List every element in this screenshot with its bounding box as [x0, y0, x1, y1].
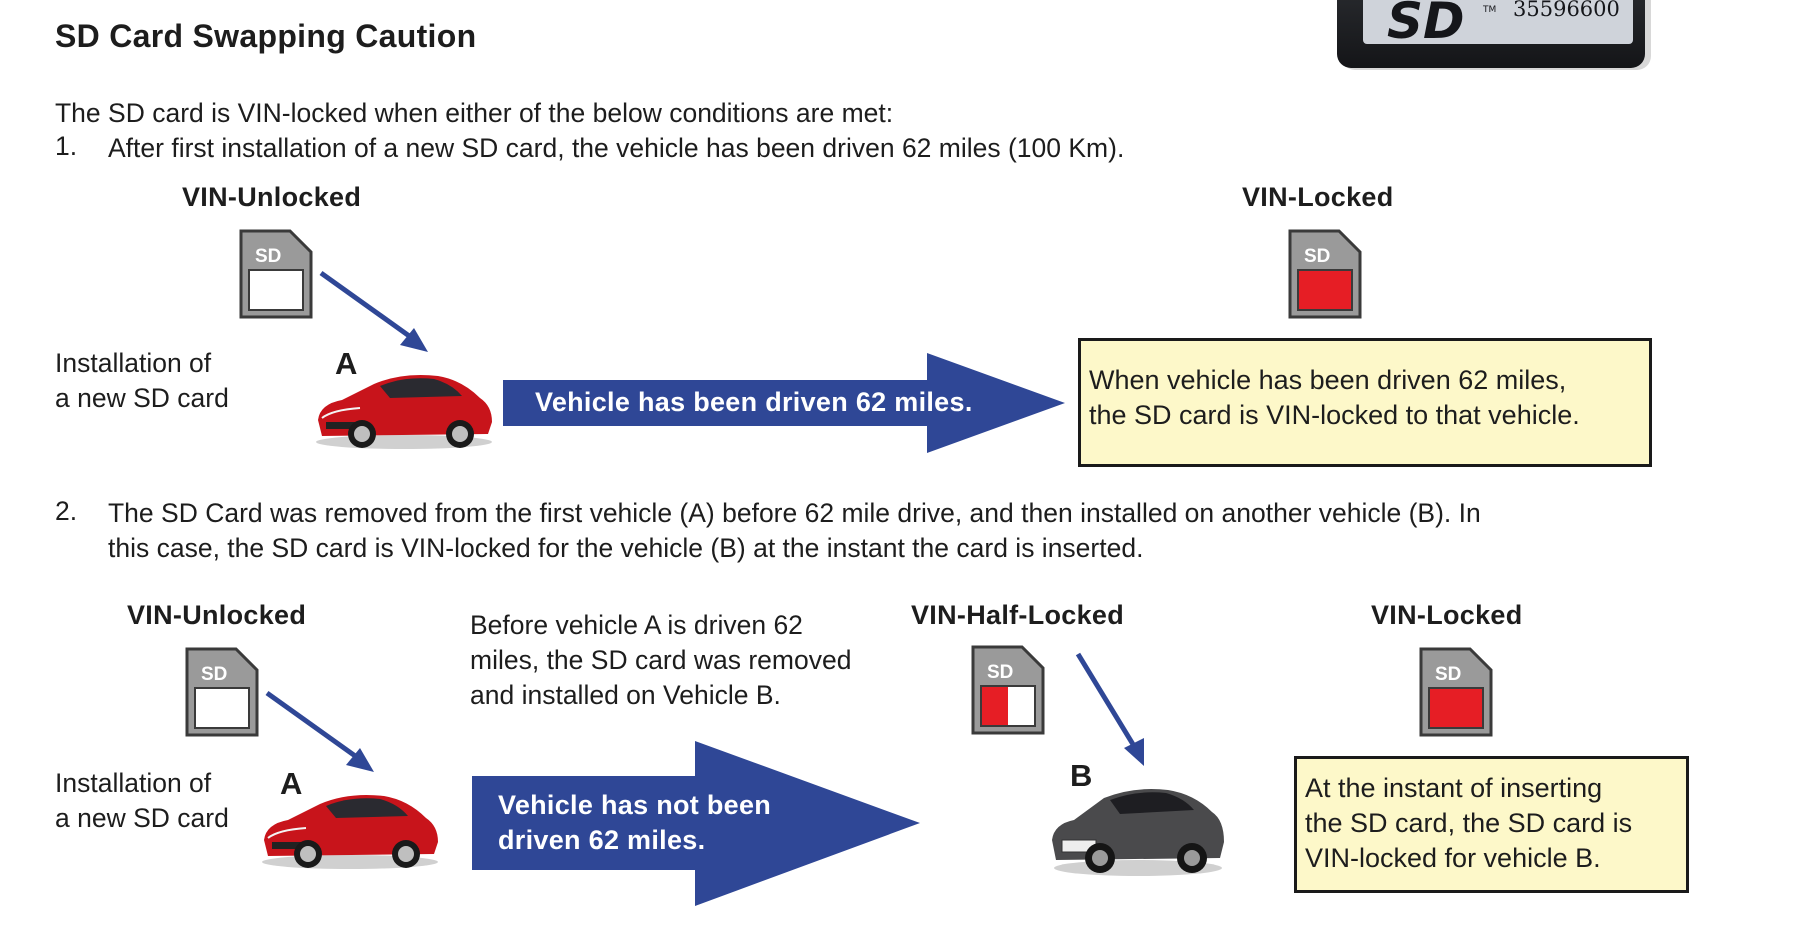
sd-card-unlocked-icon: SD — [184, 646, 260, 738]
svg-text:SD: SD — [987, 662, 1013, 683]
intro-text: The SD card is VIN-locked when either of… — [55, 98, 894, 128]
sd-card-locked-icon: SD — [1418, 646, 1494, 738]
condition2-text-line-1: The SD Card was removed from the first v… — [108, 498, 1481, 528]
insert-arrow-icon — [316, 268, 436, 358]
condition1-text: After first installation of a new SD car… — [108, 133, 1125, 163]
condition2-text-line-2: this case, the SD card is VIN-locked for… — [108, 533, 1144, 563]
removal-note-line-1: Before vehicle A is driven 62 — [470, 610, 803, 640]
condition1-install-label-2: a new SD card — [55, 383, 229, 413]
removal-note-line-3: and installed on Vehicle B. — [470, 680, 781, 710]
sd-serial: 35596600 — [1513, 0, 1620, 21]
sd-card-unlocked-icon: SD — [238, 228, 314, 320]
condition1-number: 1. — [55, 131, 78, 161]
condition2-note-box: At the instant of inserting the SD card,… — [1294, 756, 1689, 893]
svg-text:SD: SD — [1435, 664, 1461, 685]
condition1-locked-label: VIN-Locked — [1242, 182, 1394, 212]
condition2-note-line-1: At the instant of inserting — [1305, 773, 1603, 803]
condition1-unlocked-label: VIN-Unlocked — [182, 182, 362, 212]
car-b-letter: B — [1070, 758, 1093, 793]
svg-text:SD: SD — [255, 246, 281, 267]
sd-card-half-locked-icon: SD — [970, 644, 1046, 736]
insert-arrow-icon — [262, 688, 382, 778]
driven-62-arrow: Vehicle has been driven 62 miles. — [503, 353, 1065, 453]
car-a-letter: A — [335, 346, 358, 381]
svg-text:SD: SD — [201, 664, 227, 685]
driven-62-arrow-text: Vehicle has been driven 62 miles. — [535, 387, 973, 417]
car-a-letter: A — [280, 766, 303, 801]
not-driven-arrow-text: Vehicle has not been driven 62 miles. — [498, 790, 772, 855]
condition2-locked-label: VIN-Locked — [1371, 600, 1523, 630]
condition2-note-line-2: the SD card, the SD card is — [1305, 808, 1633, 838]
condition1-note-line-2: the SD card is VIN-locked to that vehicl… — [1089, 400, 1580, 430]
condition1-note-line-1: When vehicle has been driven 62 miles, — [1089, 365, 1567, 395]
condition1-note-box: When vehicle has been driven 62 miles, t… — [1078, 338, 1652, 467]
condition2-install-label-2: a new SD card — [55, 803, 229, 833]
red-car-a-icon — [312, 362, 497, 452]
condition1-install-label-1: Installation of — [55, 348, 212, 378]
sd-card-locked-icon: SD — [1287, 228, 1363, 320]
removal-note-line-2: miles, the SD card was removed — [470, 645, 852, 675]
not-driven-arrow: Vehicle has not been driven 62 miles. — [472, 741, 920, 906]
page-title: SD Card Swapping Caution — [55, 18, 477, 54]
condition2-number: 2. — [55, 496, 78, 526]
sd-card-photo: SD TM 35596600 — [1335, 0, 1655, 72]
condition2-half-locked-label: VIN-Half-Locked — [911, 600, 1125, 630]
condition2-unlocked-label: VIN-Unlocked — [127, 600, 307, 630]
condition2-note-line-3: VIN-locked for vehicle B. — [1305, 843, 1601, 873]
condition2-install-label-1: Installation of — [55, 768, 212, 798]
red-car-a-icon — [258, 782, 443, 872]
sd-logo: SD — [1387, 0, 1465, 50]
svg-text:TM: TM — [1482, 5, 1496, 15]
gray-car-b-icon — [1048, 778, 1228, 878]
svg-text:SD: SD — [1304, 246, 1330, 267]
insert-arrow-b-icon — [1072, 650, 1162, 770]
